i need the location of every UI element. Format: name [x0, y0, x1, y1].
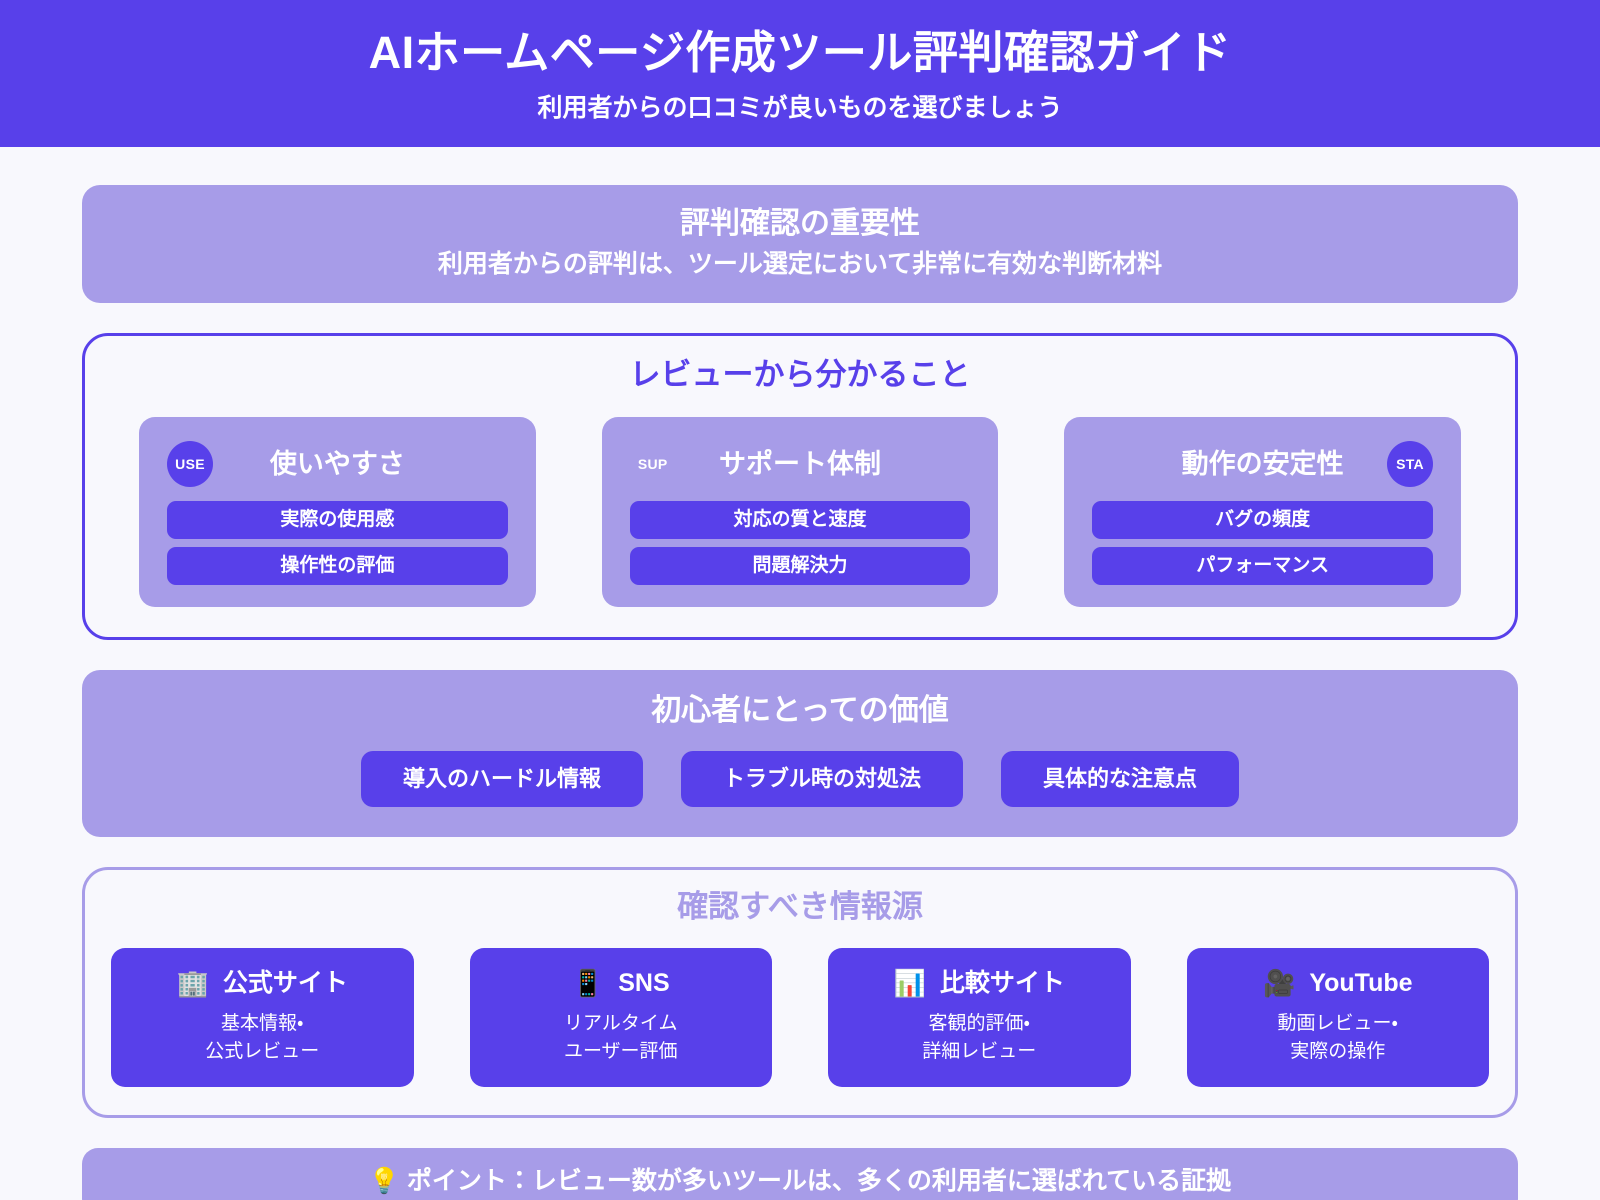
page-subtitle: 利用者からの口コミが良いものを選びましょう	[537, 93, 1063, 122]
office-building-icon: 🏢	[176, 968, 209, 999]
source-card-name: 公式サイト	[222, 969, 348, 998]
source-card-list: 🏢 公式サイト 基本情報・ 公式レビュー 📱 SNS リアルタイム	[111, 948, 1489, 1088]
value-pill[interactable]: トラブル時の対処法	[680, 751, 963, 807]
importance-title: 評判確認の重要性	[680, 206, 920, 240]
importance-subtitle: 利用者からの評判は、ツール選定において非常に有効な判断材料	[437, 250, 1163, 279]
footer-point-banner: 💡 ポイント：レビュー数が多いツールは、多くの利用者に選ばれている証拠	[82, 1148, 1518, 1200]
review-card-header: SUP サポート体制	[630, 435, 971, 493]
review-item[interactable]: バグの頻度	[1092, 501, 1434, 539]
source-card-header: 📊 比較サイト	[842, 968, 1117, 998]
source-desc-line: 実際の操作	[1290, 1040, 1386, 1062]
review-item-list: 対応の質と速度 問題解決力	[629, 501, 971, 585]
sources-section-title: 確認すべき情報源	[677, 888, 923, 924]
review-item[interactable]: 対応の質と速度	[629, 501, 971, 539]
badge-sta: STA	[1387, 441, 1434, 488]
review-item[interactable]: 操作性の評価	[167, 546, 508, 585]
source-card-sns[interactable]: 📱 SNS リアルタイム ユーザー評価	[469, 948, 772, 1088]
source-card-description: リアルタイム ユーザー評価	[484, 1010, 759, 1065]
source-desc-line: 客観的評価・	[928, 1013, 1030, 1035]
page-title: AIホームページ作成ツール評判確認ガイド	[368, 27, 1232, 78]
source-card-header: 🎥 YouTube	[1201, 968, 1476, 998]
source-card-official-site[interactable]: 🏢 公式サイト 基本情報・ 公式レビュー	[111, 948, 414, 1088]
page-body: 評判確認の重要性 利用者からの評判は、ツール選定において非常に有効な判断材料 レ…	[0, 147, 1600, 1200]
review-item[interactable]: 実際の使用感	[167, 501, 508, 539]
review-card-title: サポート体制	[719, 448, 881, 479]
beginner-value-section: 初心者にとっての価値 導入のハードル情報 トラブル時の対処法 具体的な注意点	[82, 669, 1518, 837]
review-card-title: 使いやすさ	[269, 448, 405, 479]
importance-banner: 評判確認の重要性 利用者からの評判は、ツール選定において非常に有効な判断材料	[82, 184, 1518, 304]
source-card-comparison-site[interactable]: 📊 比較サイト 客観的評価・ 詳細レビュー	[828, 948, 1131, 1088]
source-card-youtube[interactable]: 🎥 YouTube 動画レビュー・ 実際の操作	[1186, 948, 1489, 1088]
review-item-list: バグの頻度 パフォーマンス	[1092, 501, 1434, 585]
bar-chart-icon: 📊	[893, 968, 926, 999]
source-card-header: 📱 SNS	[484, 968, 759, 998]
badge-use: USE	[167, 441, 213, 488]
review-card-title: 動作の安定性	[1181, 448, 1344, 479]
review-card-usability[interactable]: USE 使いやすさ 実際の使用感 操作性の評価	[139, 417, 536, 607]
review-item-list: 実際の使用感 操作性の評価	[167, 501, 508, 585]
review-card-stability[interactable]: 動作の安定性 STA バグの頻度 パフォーマンス	[1064, 417, 1462, 607]
source-desc-line: 動画レビュー・	[1277, 1013, 1398, 1035]
source-desc-line: 詳細レビュー	[922, 1040, 1037, 1062]
badge-sup: SUP	[637, 456, 668, 473]
source-card-name: 比較サイト	[939, 969, 1065, 998]
value-pill[interactable]: 具体的な注意点	[1001, 751, 1240, 807]
value-section-title: 初心者にとっての価値	[651, 693, 949, 727]
information-sources-section: 確認すべき情報源 🏢 公式サイト 基本情報・ 公式レビュー 📱 SNS	[82, 866, 1518, 1119]
source-card-description: 基本情報・ 公式レビュー	[125, 1010, 400, 1065]
source-card-name: YouTube	[1309, 969, 1413, 998]
source-card-description: 動画レビュー・ 実際の操作	[1201, 1010, 1476, 1065]
review-card-header: USE 使いやすさ	[167, 435, 508, 493]
source-desc-line: 公式レビュー	[205, 1040, 320, 1062]
movie-camera-icon: 🎥	[1262, 968, 1296, 999]
source-card-name: SNS	[618, 969, 670, 998]
mobile-phone-icon: 📱	[571, 968, 605, 999]
source-desc-line: ユーザー評価	[563, 1040, 678, 1062]
source-desc-line: 基本情報・	[221, 1013, 304, 1035]
review-item[interactable]: パフォーマンス	[1092, 546, 1434, 585]
value-pill[interactable]: 導入のハードル情報	[360, 751, 643, 807]
review-card-support[interactable]: SUP サポート体制 対応の質と速度 問題解決力	[601, 417, 999, 607]
review-insights-section: レビューから分かること USE 使いやすさ 実際の使用感 操作性の評価	[82, 333, 1518, 640]
page-header: AIホームページ作成ツール評判確認ガイド 利用者からの口コミが良いものを選びまし…	[0, 0, 1600, 147]
source-desc-line: リアルタイム	[564, 1013, 678, 1035]
review-card-list: USE 使いやすさ 実際の使用感 操作性の評価 SUP サポート体制	[139, 417, 1462, 607]
review-card-header: 動作の安定性 STA	[1092, 435, 1434, 493]
value-pill-list: 導入のハードル情報 トラブル時の対処法 具体的な注意点	[106, 751, 1494, 807]
source-card-description: 客観的評価・ 詳細レビュー	[842, 1010, 1117, 1065]
source-card-header: 🏢 公式サイト	[125, 968, 400, 998]
review-item[interactable]: 問題解決力	[629, 546, 971, 585]
review-section-title: レビューから分かること	[629, 357, 971, 393]
